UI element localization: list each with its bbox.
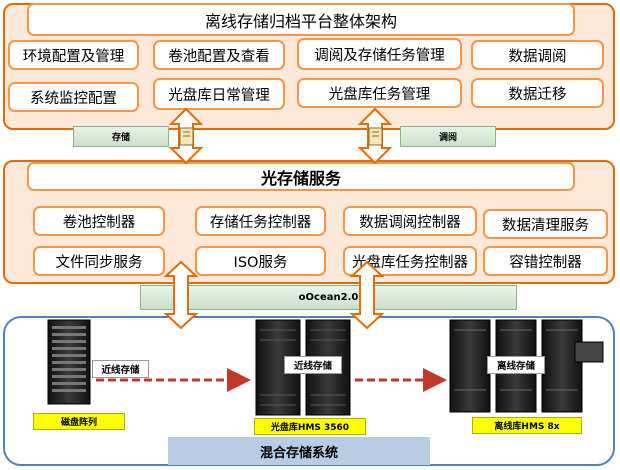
right-bus-arrow: [349, 260, 385, 330]
top-item-pool-config: 卷池配置及查看: [153, 40, 285, 70]
platform-title: 离线存储归档平台整体架构: [27, 3, 575, 36]
service-read-controller: 数据调阅控制器: [343, 206, 477, 236]
top-item-library-task: 光盘库任务管理: [297, 78, 462, 108]
service-title: 光存储服务: [27, 162, 575, 191]
disk-array-icon: [47, 319, 91, 405]
offline-library-name: 离线库HMS 8x: [472, 417, 582, 434]
top-item-env-config: 环境配置及管理: [8, 40, 139, 70]
service-store-controller: 存储任务控制器: [195, 206, 326, 236]
hybrid-storage-title: 混合存储系统: [168, 437, 430, 465]
service-pool-controller: 卷池控制器: [33, 206, 165, 236]
service-fault-controller: 容错控制器: [483, 246, 608, 276]
document-icon: [368, 127, 383, 146]
top-item-data-migrate: 数据迁移: [471, 78, 604, 108]
ocean-bus: oOcean2.0: [140, 285, 517, 310]
service-iso: ISO服务: [195, 246, 326, 276]
top-item-library-daily: 光盘库日常管理: [153, 78, 285, 110]
offline-library-tag: 离线存储: [487, 356, 545, 374]
optical-library-tag: 近线存储: [284, 356, 342, 374]
read-connector-label: 调阅: [400, 126, 496, 147]
disk-array-name: 磁盘阵列: [33, 413, 125, 430]
optical-library-name: 光盘库HMS 3560: [254, 418, 366, 435]
left-bus-arrow: [163, 260, 199, 330]
service-file-sync: 文件同步服务: [33, 246, 165, 276]
service-clean-service: 数据清理服务: [483, 209, 608, 239]
top-item-task-mgmt: 调阅及存储任务管理: [297, 38, 462, 70]
top-item-data-read: 数据调阅: [471, 40, 604, 70]
top-item-monitor-config: 系统监控配置: [8, 82, 139, 112]
store-connector-label: 存储: [73, 126, 169, 147]
document-icon: [179, 127, 194, 146]
disk-array-tag: 近线存储: [92, 360, 149, 378]
